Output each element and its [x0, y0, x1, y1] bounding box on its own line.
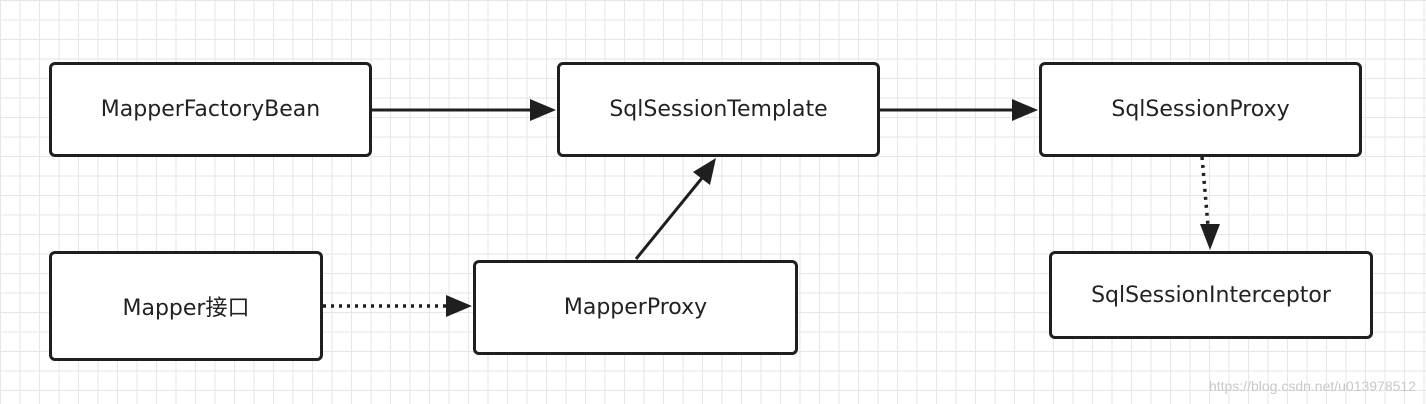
edge-mapperproxy-to-sqlsessiontemplate	[634, 158, 716, 260]
edge-mapperfactorybean-to-sqlsessiontemplate	[372, 99, 556, 121]
node-mapper-factory-bean: MapperFactoryBean	[49, 62, 372, 157]
node-mapper-interface: Mapper接口	[49, 251, 323, 361]
node-sql-session-proxy: SqlSessionProxy	[1039, 62, 1362, 157]
edge-mapperinterface-to-mapperproxy	[323, 295, 472, 317]
edge-sqlsessionproxy-to-sqlsessioninterceptor	[1200, 156, 1220, 250]
edge-sqlsessiontemplate-to-sqlsessionproxy	[880, 99, 1038, 121]
watermark-text: https://blog.csdn.net/u013978512	[1208, 378, 1416, 394]
node-sql-session-template: SqlSessionTemplate	[557, 62, 880, 157]
node-mapper-proxy: MapperProxy	[473, 260, 798, 355]
node-sql-session-interceptor: SqlSessionInterceptor	[1049, 251, 1373, 339]
